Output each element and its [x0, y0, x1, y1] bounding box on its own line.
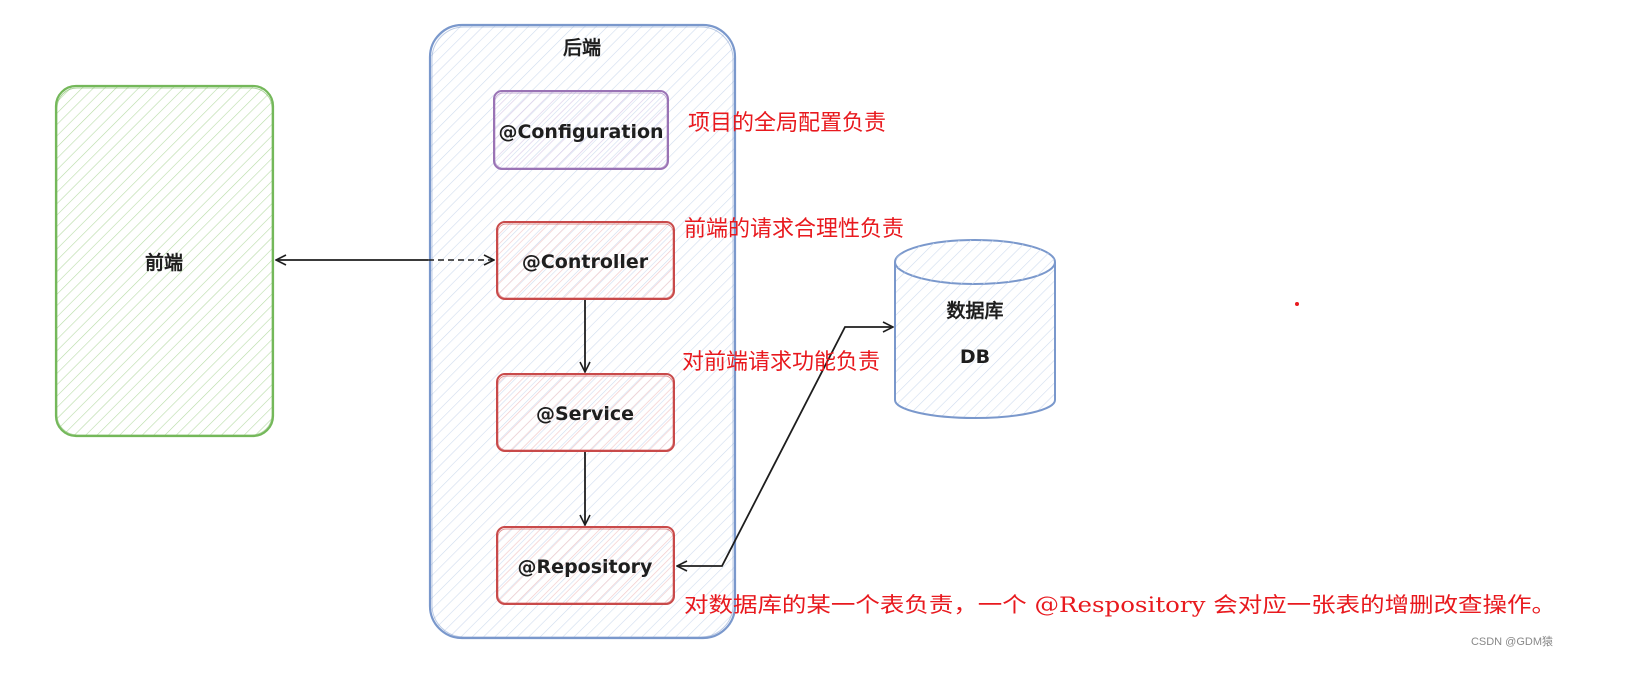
configuration-note: 项目的全局配置负责	[688, 111, 886, 136]
backend-title: 后端	[563, 36, 601, 59]
service-label: @Service	[536, 403, 634, 425]
configuration-label: @Configuration	[498, 121, 663, 143]
database-sublabel: DB	[960, 346, 990, 368]
watermark: CSDN @GDM猿	[1471, 634, 1553, 648]
database-cylinder: 数据库 DB	[894, 239, 1056, 419]
repository-box: @Repository	[496, 526, 675, 605]
frontend-label: 前端	[145, 251, 183, 274]
repository-note: 对数据库的某一个表负责，一个 @Respository 会对应一张表的增删改查操…	[684, 593, 1556, 617]
controller-box: @Controller	[496, 221, 675, 300]
service-box: @Service	[496, 373, 675, 452]
service-note: 对前端请求功能负责	[682, 350, 880, 375]
controller-note: 前端的请求合理性负责	[684, 217, 904, 242]
database-label: 数据库	[946, 299, 1003, 322]
controller-label: @Controller	[522, 251, 649, 273]
frontend-box: 前端	[54, 84, 275, 438]
configuration-box: @Configuration	[493, 90, 669, 170]
repository-label: @Repository	[518, 556, 653, 578]
red-dot	[1295, 302, 1299, 306]
repository-database-arrow	[677, 327, 893, 566]
